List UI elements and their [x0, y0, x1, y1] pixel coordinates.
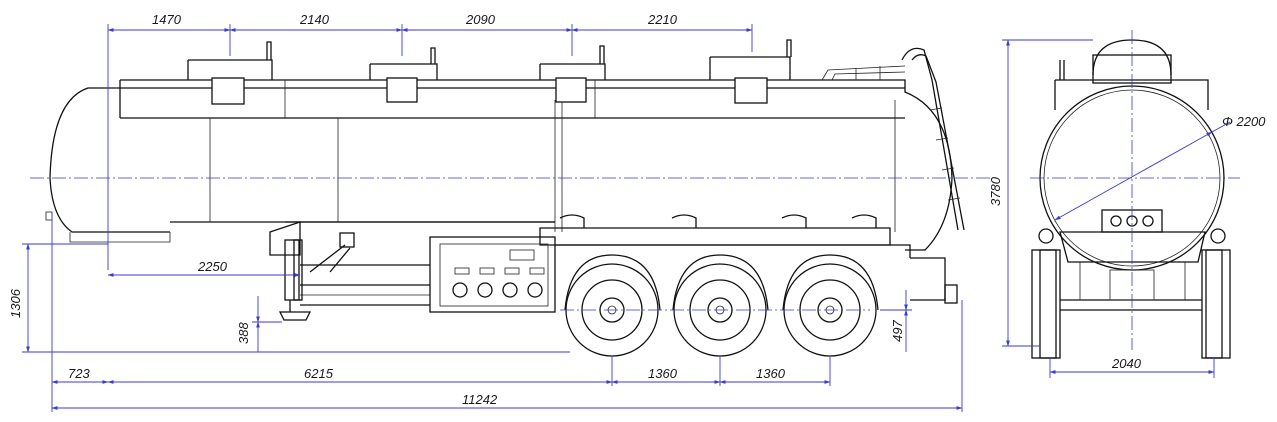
dim-track-width: 2040 — [1111, 356, 1142, 371]
dim-hatch-2: 2140 — [299, 12, 330, 27]
hatch-group — [187, 39, 792, 105]
dim-overall-height: 3780 — [988, 176, 1003, 206]
dim-front-height: 1306 — [8, 288, 23, 318]
dim-hatch-3: 2090 — [465, 12, 496, 27]
dim-axle-spacing-2: 1360 — [756, 366, 786, 381]
chassis-frame — [269, 214, 911, 306]
dim-front-overhang: 723 — [68, 366, 90, 381]
rear-dimensions: 3780 Φ 2200 2040 — [988, 39, 1266, 378]
pump-cabinet — [429, 236, 556, 313]
tank-body — [45, 79, 953, 251]
dim-wheel-height: 497 — [890, 320, 905, 342]
dim-tank-diameter: Φ 2200 — [1222, 114, 1266, 129]
dim-kingpin-to-axle: 6215 — [304, 366, 334, 381]
rear-view — [1030, 30, 1240, 359]
dim-hatch-1: 1470 — [152, 12, 182, 27]
dim-support-height: 388 — [236, 322, 251, 344]
side-view — [30, 39, 990, 357]
landing-gear — [278, 239, 312, 321]
ladder — [901, 47, 965, 231]
dim-axle-spacing-1: 1360 — [648, 366, 678, 381]
dim-hatch-4: 2210 — [647, 12, 678, 27]
wheels — [564, 254, 879, 357]
side-dimensions: 1470 2140 2090 2210 2250 1306 388 723 62… — [8, 12, 963, 412]
dim-kingpin-offset: 2250 — [197, 259, 228, 274]
dim-overall-length: 11242 — [462, 392, 498, 407]
rear-bumper — [910, 257, 958, 304]
walkway-rail — [821, 65, 906, 81]
